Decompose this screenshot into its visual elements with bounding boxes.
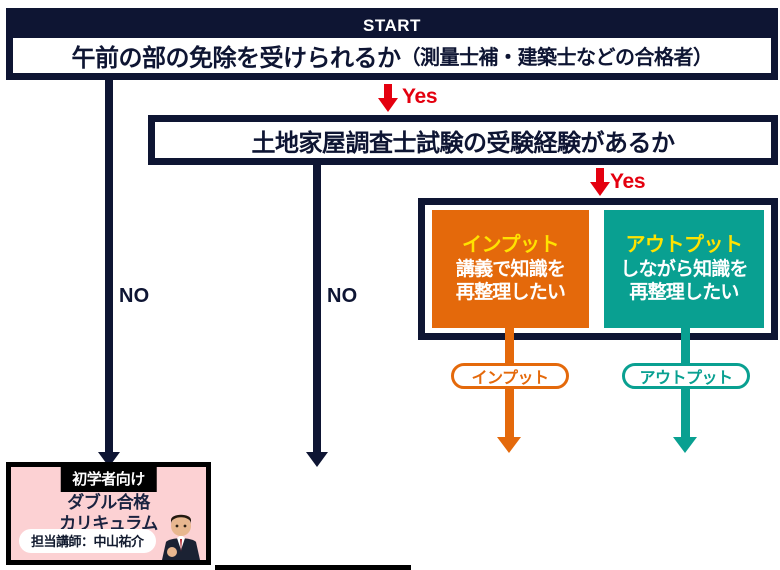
edge-output-line-bottom	[681, 389, 690, 439]
result-card-1-tag: 初学者向け	[60, 467, 157, 492]
edge-input-line-top	[505, 328, 514, 363]
result-card-1-title: ダブル合格 カリキュラム	[11, 493, 206, 534]
choice-input-title: インプット	[462, 233, 559, 256]
start-header-label: START	[13, 15, 771, 38]
choice-output-title: アウトプット	[625, 233, 744, 256]
edge-yes-1-arrowhead	[378, 98, 398, 112]
start-decision-box: START 午前の部の免除を受けられるか（測量士補・建築士などの合格者）	[6, 8, 778, 80]
edge-no-2-label: NO	[327, 285, 358, 307]
edge-yes-1-line	[384, 84, 392, 100]
start-question-text: 午前の部の免除を受けられるか（測量士補・建築士などの合格者）	[13, 38, 771, 73]
edge-no-2-arrowhead	[306, 452, 328, 467]
second-decision-box: 土地家屋調査士試験の受験経験があるか	[148, 115, 778, 165]
edge-input-pill: インプット	[451, 363, 569, 389]
second-question-text: 土地家屋調査士試験の受験経験があるか	[251, 129, 676, 157]
edge-input-arrowhead	[497, 437, 521, 453]
choice-input-desc-line2: 再整理したい	[455, 281, 566, 303]
edge-no-1-line	[105, 80, 113, 455]
result-card-1-instructor: 担当講師：中山祐介	[19, 529, 156, 553]
edge-input-line-bottom	[505, 389, 514, 439]
edge-output-line-top	[681, 328, 690, 363]
instructor-photo-icon	[158, 508, 204, 560]
result-card-1-title-line2: カリキュラム	[59, 513, 158, 533]
edge-output-pill: アウトプット	[622, 363, 750, 389]
result-card-2[interactable]: 初学者向け 入門（一発合格） カリキュラム 担当講師：中山祐介	[215, 565, 411, 570]
start-question-main: 午前の部の免除を受けられるか	[71, 45, 402, 72]
choice-output-desc-line1: しながら知識を	[620, 259, 748, 281]
edge-yes-2-line	[596, 168, 604, 184]
edge-output-arrowhead	[673, 437, 697, 453]
result-card-1-title-line1: ダブル合格	[67, 493, 150, 512]
choice-input-desc-line1: 講義で知識を	[455, 259, 566, 281]
edge-no-2-line	[313, 165, 321, 455]
edge-yes-2-label: Yes	[610, 170, 646, 193]
result-card-1[interactable]: 初学者向け ダブル合格 カリキュラム 担当講師：中山祐介	[6, 462, 211, 565]
edge-yes-1-label: Yes	[402, 85, 438, 108]
choice-output-box[interactable]: アウトプット しながら知識を 再整理したい	[604, 210, 764, 328]
choice-output-desc-line2: 再整理したい	[629, 281, 739, 303]
edge-no-1-label: NO	[119, 285, 150, 307]
start-question-paren: （測量士補・建築士などの合格者）	[400, 47, 714, 69]
choice-input-box[interactable]: インプット 講義で知識を 再整理したい	[432, 210, 589, 328]
edge-yes-2-arrowhead	[590, 182, 610, 196]
